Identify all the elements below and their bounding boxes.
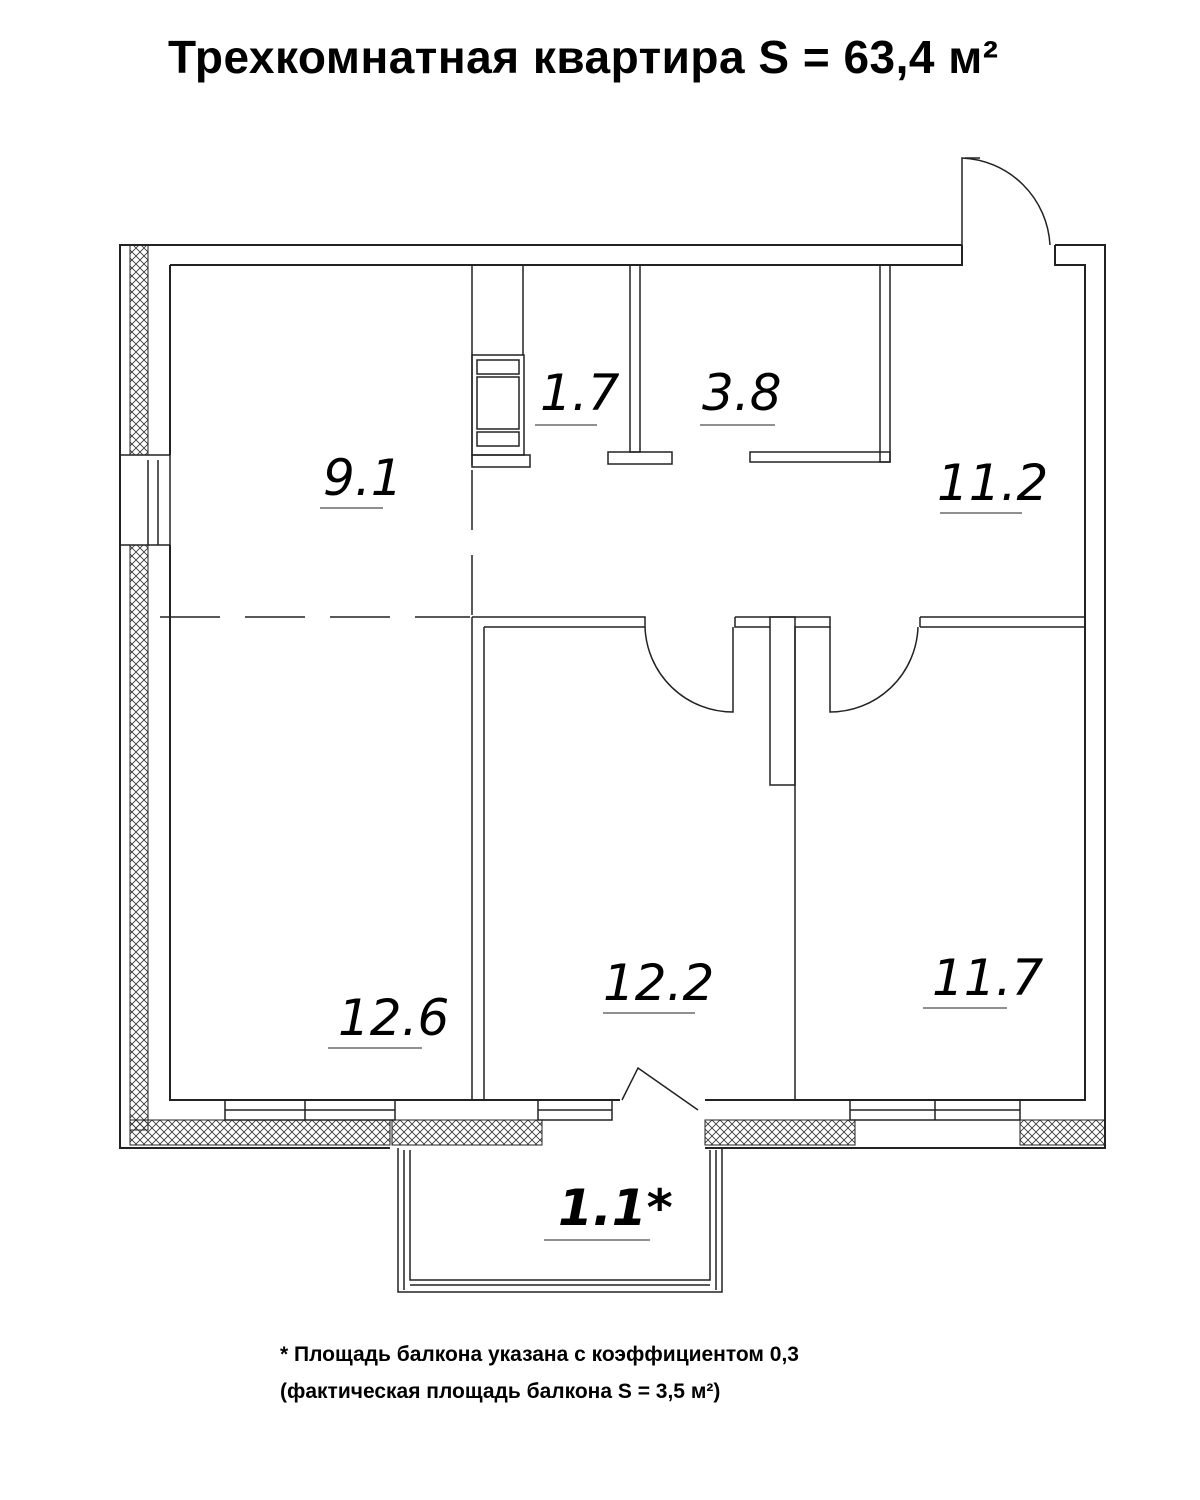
svg-text:11.7: 11.7 — [932, 949, 1044, 1007]
svg-text:9.1: 9.1 — [323, 449, 403, 507]
balcony — [397, 1148, 723, 1293]
room-label-kitchen: 9.1 — [320, 449, 403, 509]
svg-text:12.6: 12.6 — [338, 989, 449, 1047]
svg-text:1.7: 1.7 — [540, 364, 620, 422]
bathroom-walls — [471, 264, 891, 468]
zone-dashed-lines — [160, 470, 473, 618]
room-label-bathroom: 1.7 — [535, 364, 620, 426]
svg-text:11.2: 11.2 — [937, 454, 1048, 512]
svg-text:3.8: 3.8 — [702, 364, 782, 422]
exterior-wall — [119, 244, 1106, 1149]
room-area-labels: 9.1 1.7 3.8 11.2 12.6 12.2 11.7 1.1* — [320, 364, 1048, 1241]
windows — [119, 454, 1021, 1121]
room-label-hallway: 11.2 — [937, 454, 1048, 514]
plan-title: Трехкомнатная квартира S = 63,4 м² — [168, 31, 999, 83]
svg-text:1.1*: 1.1* — [558, 1179, 673, 1237]
room-label-toilet: 3.8 — [700, 364, 782, 426]
footnote-line-2: (фактическая площадь балкона S = 3,5 м²) — [280, 1380, 721, 1403]
interior-partitions — [471, 616, 1085, 1111]
room-label-living-room: 12.6 — [328, 989, 449, 1049]
room-label-bedroom-middle: 12.2 — [603, 954, 714, 1014]
room-label-bedroom-right: 11.7 — [923, 949, 1044, 1009]
footnote-line-1: * Площадь балкона указана с коэффициенто… — [280, 1343, 799, 1366]
room-label-balcony: 1.1* — [544, 1179, 673, 1241]
svg-text:12.2: 12.2 — [603, 954, 714, 1012]
entrance-door — [961, 157, 1051, 246]
